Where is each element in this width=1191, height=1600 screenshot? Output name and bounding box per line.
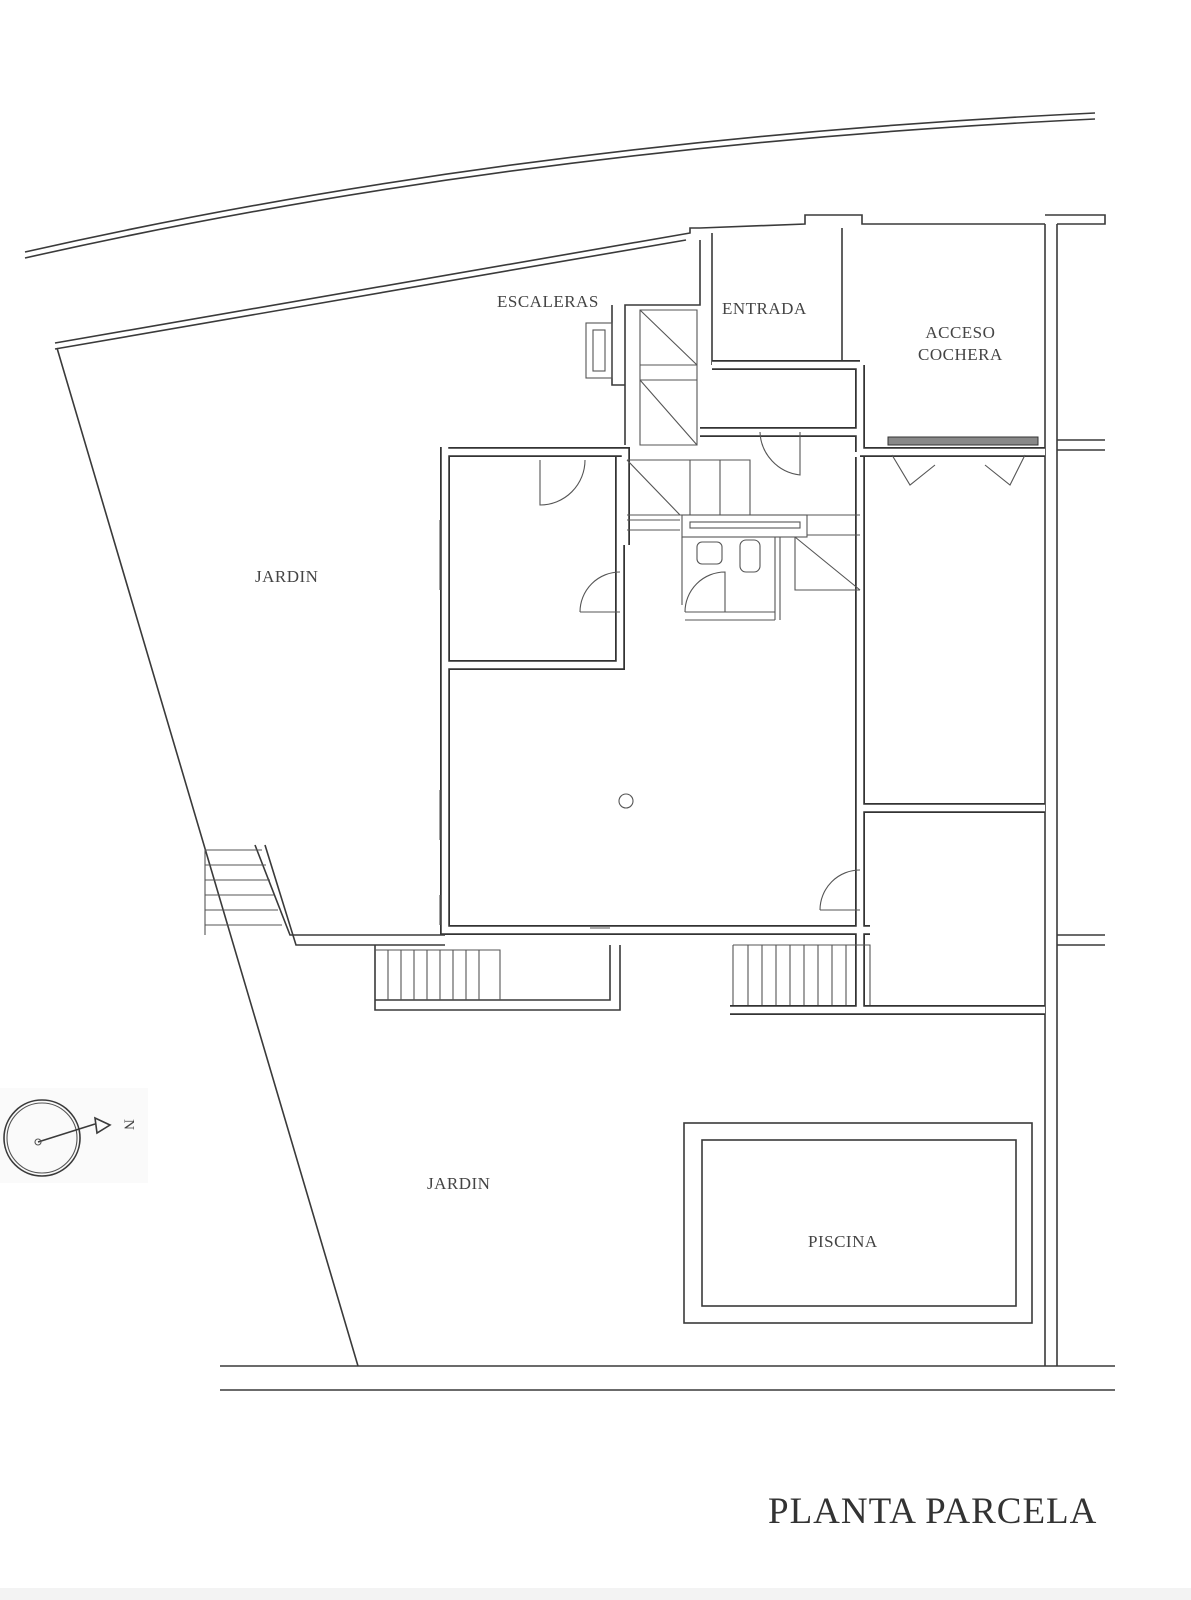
property-line-front xyxy=(54,227,700,344)
plan-title: PLANTA PARCELA xyxy=(768,1491,1098,1532)
street-line xyxy=(24,118,1096,259)
label-stairs: ESCALERAS xyxy=(497,292,599,311)
door-swing xyxy=(759,431,801,476)
entrance-walls xyxy=(611,228,843,445)
scan-edge xyxy=(0,1588,1191,1600)
door-swing xyxy=(579,571,621,613)
door-swing xyxy=(819,869,861,911)
stairs-left xyxy=(204,849,282,935)
property-line-bottom xyxy=(220,1365,1115,1391)
stairs-terrace xyxy=(375,949,501,1000)
property-front-right xyxy=(699,214,1045,229)
planter-inner xyxy=(592,329,606,372)
pool-edge xyxy=(683,1122,1033,1324)
garage-door xyxy=(887,436,1039,446)
garage-door-leaves xyxy=(891,454,1026,486)
planter xyxy=(585,322,613,379)
label-entrance: ENTRADA xyxy=(722,299,807,318)
stairs-interior xyxy=(626,459,751,531)
property-line-right xyxy=(1044,214,1106,1366)
property-line-front xyxy=(54,239,687,350)
property-line-left xyxy=(56,347,359,1367)
compass-north-label: N xyxy=(120,1119,137,1131)
label-garden-upper: JARDIN xyxy=(255,567,319,586)
door-swing xyxy=(539,459,586,506)
label-garage-access-line1: ACCESO xyxy=(925,323,996,342)
terrace-wall xyxy=(254,844,621,1011)
compass-icon xyxy=(0,1088,148,1183)
door-swing xyxy=(684,571,726,613)
windows xyxy=(439,520,610,929)
label-garage-access-line2: COCHERA xyxy=(918,345,1003,365)
pool-water xyxy=(701,1139,1017,1307)
column xyxy=(618,793,634,809)
label-garage-access: ACCESO COCHERA xyxy=(918,322,1003,366)
street-line xyxy=(24,112,1096,253)
stairs-entrance xyxy=(639,309,698,446)
counter-inner xyxy=(689,521,801,529)
counter xyxy=(681,514,808,538)
label-garden-lower: JARDIN xyxy=(427,1174,491,1193)
label-pool: PISCINA xyxy=(808,1232,878,1251)
wc-walls xyxy=(681,514,861,621)
house-walls xyxy=(440,360,1045,1015)
stairs-right xyxy=(732,944,871,1005)
toilet-icon xyxy=(739,539,761,573)
sink-icon xyxy=(696,541,723,565)
